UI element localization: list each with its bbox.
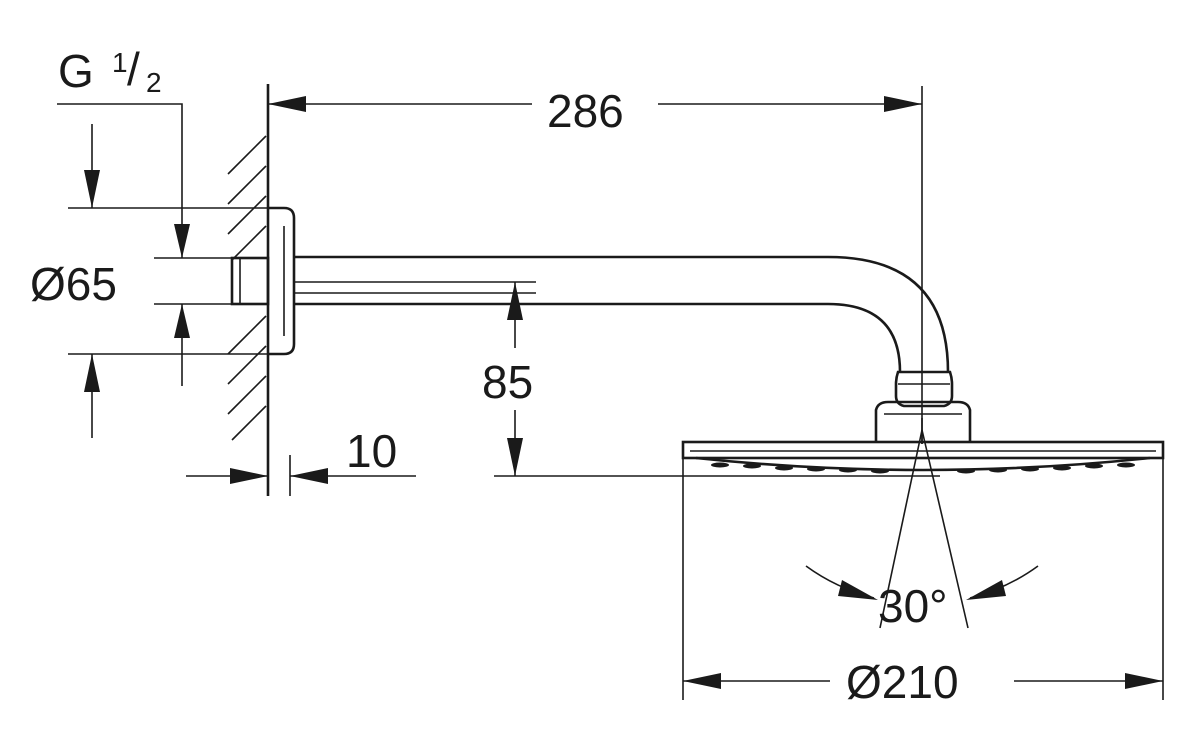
dim-flange-diameter: Ø65 [30, 124, 268, 438]
arm-length-label: 286 [547, 85, 624, 137]
dim-wall-offset: 10 [186, 425, 416, 484]
g-half-connector [230, 256, 270, 306]
shower-arm [294, 255, 950, 373]
head-diameter-arrow-left [683, 673, 721, 689]
thread-leader [57, 103, 183, 258]
thread-label-g: G [58, 45, 94, 97]
arm-drop-arrow-bottom [507, 438, 523, 476]
wall [227, 84, 291, 496]
wall-offset-arrow-left [230, 468, 268, 484]
shower-arm-bottom-edge [294, 302, 902, 373]
spray-angle-label: 30° [878, 580, 948, 632]
thread-arrow-bottom [174, 304, 190, 338]
shower-arm-top-edge [294, 255, 950, 373]
head-diameter-arrow-right [1125, 673, 1163, 689]
ball-joint-nut [894, 370, 954, 408]
wall-offset-label: 10 [346, 425, 397, 477]
wall-flange [230, 206, 296, 356]
shower-head-plate [681, 440, 1165, 460]
arm-drop-label: 85 [482, 356, 533, 408]
arm-length-arrow-left [268, 96, 306, 112]
spray-angle-line-right [921, 429, 969, 629]
spray-nozzles [711, 462, 1135, 474]
thread-slash: / [127, 43, 140, 95]
shower-head-face [695, 456, 1151, 472]
spray-angle-arrow-left [838, 580, 878, 600]
swivel-housing [874, 400, 972, 442]
dim-thread: G 1 / 2 [57, 43, 232, 386]
dim-arm-length: 286 [268, 85, 923, 444]
dim-head-diameter: Ø210 [682, 458, 1164, 708]
spray-angle-arrow-right [966, 580, 1006, 600]
arm-length-arrow-right [884, 96, 922, 112]
dim-arm-drop: 85 [482, 282, 940, 477]
thread-arrow [174, 224, 190, 258]
spray-angle-line-left [879, 429, 923, 629]
wall-hatching [227, 135, 267, 441]
thread-numerator: 1 [112, 47, 128, 78]
thread-denominator: 2 [146, 67, 162, 98]
flange-arrow-top [84, 170, 100, 208]
head-diameter-label: Ø210 [846, 656, 959, 708]
dim-spray-angle: 30° [805, 418, 1039, 632]
flange-diameter-label: Ø65 [30, 258, 117, 310]
flange-arrow-bottom [84, 354, 100, 392]
arm-drop-arrow-top [507, 282, 523, 320]
shower-head [681, 370, 1165, 474]
wall-offset-arrow-right [290, 468, 328, 484]
